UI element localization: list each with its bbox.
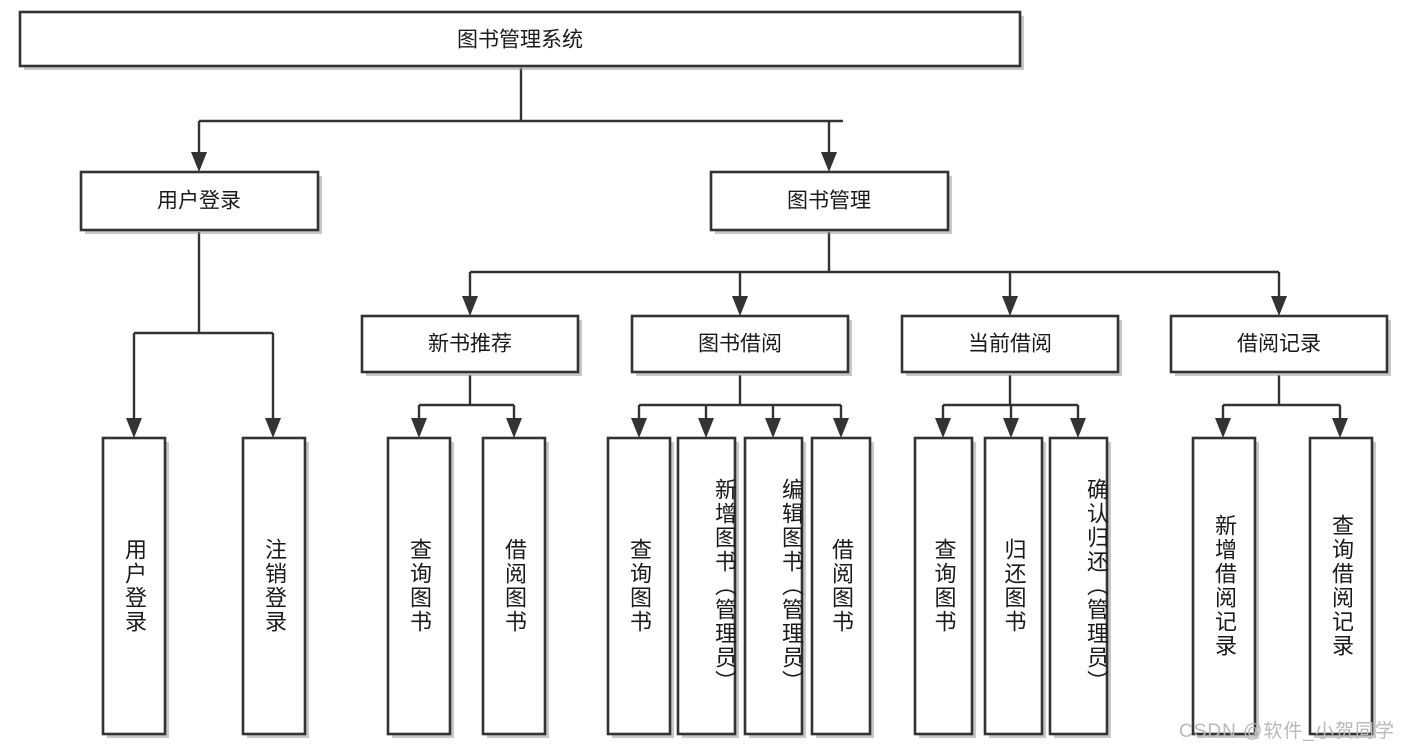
arrowhead-leaf-borrow-book-2 [833,418,849,438]
leaf-query-book-2-box[interactable] [606,436,672,736]
user-login-box[interactable] [79,170,320,232]
arrowhead-leaf-query-book-2 [631,418,647,438]
leaf-borrow-book-2-box[interactable] [810,436,872,736]
leaf-add-book-box[interactable] [676,436,737,736]
edges-root-to-level2 [191,68,843,172]
edges-new-book-recommend-to-leaves [411,375,522,438]
node-leaf-add-book[interactable] [676,436,739,738]
book-manage-box[interactable] [709,170,950,232]
root-box[interactable] [18,10,1022,68]
borrow-record-box[interactable] [1169,314,1389,374]
node-book-manage[interactable]: 图书管理 [709,170,952,234]
arrowhead-borrow-record [1271,296,1287,316]
arrowhead-leaf-return-book [1003,418,1019,438]
node-leaf-borrow-book-2[interactable] [810,436,874,738]
user-login-label: 用户登录 [157,190,241,213]
arrowhead-leaf-confirm-return [1070,418,1086,438]
arrowhead-leaf-query-book-3 [935,418,951,438]
node-borrow-record[interactable]: 借阅记录 [1169,314,1391,376]
leaf-borrow-book-1-box[interactable] [481,436,547,736]
book-manage-label: 图书管理 [787,190,871,213]
node-leaf-query-record[interactable] [1308,436,1376,738]
borrow-record-label: 借阅记录 [1237,333,1321,356]
leaf-query-book-3-box[interactable] [913,436,974,736]
edges-book-manage-to-level3 [462,232,1287,316]
arrowhead-user-login [191,152,207,172]
arrowhead-current-borrow [1002,296,1018,316]
node-current-borrow[interactable]: 当前借阅 [900,314,1122,376]
leaf-query-record-box[interactable] [1308,436,1374,736]
node-leaf-query-book-1[interactable] [386,436,454,738]
edges-current-borrow-to-leaves [935,375,1086,438]
arrowhead-leaf-borrow-book-1 [506,418,522,438]
new-book-recommend-label: 新书推荐 [428,333,512,356]
arrowhead-book-manage [821,152,837,172]
node-leaf-add-record[interactable] [1191,436,1259,738]
leaf-confirm-return-box[interactable] [1048,436,1109,736]
leaf-add-record-box[interactable] [1191,436,1257,736]
arrowhead-leaf-edit-book [765,418,781,438]
arrowhead-leaf-user-logout [265,418,281,438]
csdn-watermark: CSDN @软件_小贺同学 [1179,721,1395,742]
leaf-edit-book-box[interactable] [743,436,804,736]
edges-book-borrow-to-leaves [631,375,849,438]
node-leaf-return-book[interactable] [983,436,1046,738]
leaf-user-login-box[interactable] [101,436,167,736]
leaf-user-logout-box[interactable] [241,436,307,736]
node-leaf-query-book-3[interactable] [913,436,976,738]
node-leaf-edit-book[interactable] [743,436,806,738]
arrowhead-new-book-recommend [462,296,478,316]
arrowhead-leaf-query-record [1332,418,1348,438]
node-leaf-user-login[interactable] [101,436,169,738]
current-borrow-label: 当前借阅 [968,333,1052,356]
node-leaf-borrow-book-1[interactable] [481,436,549,738]
node-leaf-query-book-2[interactable] [606,436,674,738]
arrowhead-leaf-add-book [698,418,714,438]
book-borrow-label: 图书借阅 [698,333,782,356]
node-book-borrow[interactable]: 图书借阅 [630,314,852,376]
arrowhead-book-borrow [732,296,748,316]
node-leaf-confirm-return[interactable] [1048,436,1111,738]
arrowhead-leaf-query-book-1 [411,418,427,438]
node-leaf-user-logout[interactable] [241,436,309,738]
leaf-query-book-1-box[interactable] [386,436,452,736]
arrowhead-leaf-add-record [1215,418,1231,438]
edges-borrow-record-to-leaves [1215,375,1348,438]
leaf-return-book-box[interactable] [983,436,1044,736]
arrowhead-leaf-user-login [126,418,142,438]
edges-user-login-to-leaves [126,232,281,438]
book-borrow-box[interactable] [630,314,850,374]
root-label: 图书管理系统 [457,29,583,52]
node-new-book-recommend[interactable]: 新书推荐 [360,314,582,376]
new-book-recommend-box[interactable] [360,314,580,374]
node-root[interactable]: 图书管理系统 [18,10,1024,70]
node-user-login[interactable]: 用户登录 [79,170,322,234]
current-borrow-box[interactable] [900,314,1120,374]
